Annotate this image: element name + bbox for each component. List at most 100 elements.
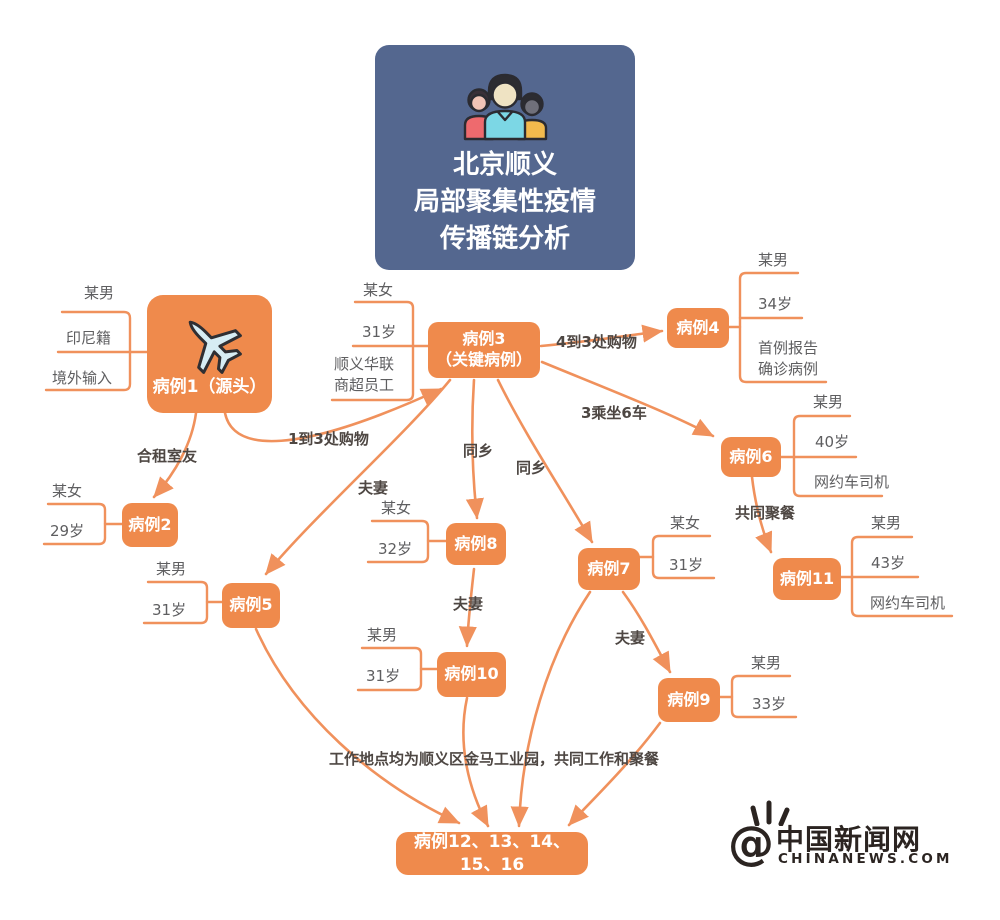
bracket-case10 — [356, 646, 439, 692]
edge-case8-case10 — [458, 567, 477, 648]
edge-case3-case8 — [465, 378, 484, 520]
attr-label: 40岁 — [815, 433, 850, 451]
bracket-case5 — [142, 580, 224, 625]
node-label: 病例6 — [729, 446, 773, 466]
chinanews-logo: @ 中国新闻网 CHINANEWS.COM — [723, 798, 973, 878]
bracket-case9 — [718, 674, 798, 719]
edge-label-hometown-3-7: 同乡 — [516, 459, 547, 477]
node-label: 病例4 — [676, 317, 720, 337]
edge-label-shopping4to3: 4到3处购物 — [556, 333, 637, 351]
attr-label: 某男 — [758, 251, 789, 269]
attr-label: 31岁 — [366, 667, 401, 685]
attr-label: 顺义华联商超员工 — [334, 355, 395, 394]
attr-label: 某女 — [363, 281, 394, 299]
bracket-case7 — [638, 534, 716, 580]
title-box: 北京顺义 局部聚集性疫情 传播链分析 — [375, 45, 635, 270]
node-label: 病例7 — [587, 558, 631, 578]
edge-label-dine-6-11: 共同聚餐 — [735, 504, 796, 522]
attr-label: 境外输入 — [52, 369, 113, 387]
logo-en-text: CHINANEWS.COM — [778, 851, 953, 867]
bracket-case6 — [779, 414, 884, 498]
attr-label: 43岁 — [871, 554, 906, 572]
edge-case6-case11 — [750, 475, 773, 554]
people-icon — [463, 73, 548, 141]
bracket-case2 — [42, 502, 124, 546]
attr-label: 某男 — [751, 654, 782, 672]
attr-label: 网约车司机 — [870, 594, 946, 612]
node-case11: 病例11 — [773, 558, 841, 600]
edge-case3-case7 — [496, 378, 594, 544]
attr-label: 网约车司机 — [814, 473, 890, 491]
edge-case7-cases12to16 — [510, 590, 592, 828]
attr-label: 31岁 — [669, 556, 704, 574]
edge-label-couple-7-9: 夫妻 — [615, 629, 646, 647]
bracket-case11 — [839, 535, 954, 618]
attr-label: 某男 — [367, 626, 398, 644]
edge-case10-cases12to16 — [462, 696, 490, 828]
node-cases12to16: 病例12、13、14、15、16 — [396, 832, 588, 875]
edge-label-roommate: 合租室友 — [137, 447, 198, 465]
node-label: 病例8 — [454, 533, 498, 553]
edge-label-hometown-3-8: 同乡 — [463, 442, 494, 460]
node-case4: 病例4 — [667, 308, 729, 348]
at-icon: @ — [728, 816, 774, 870]
node-case9: 病例9 — [658, 678, 720, 722]
attr-label: 首例报告确诊病例 — [758, 339, 819, 378]
node-case7: 病例7 — [578, 548, 640, 590]
node-label: （关键病例） — [435, 350, 532, 369]
node-label: 病例10 — [444, 664, 499, 684]
attr-label: 某女 — [670, 514, 701, 532]
bracket-case1 — [44, 310, 149, 392]
node-case10: 病例10 — [437, 652, 506, 697]
attr-label: 32岁 — [378, 540, 413, 558]
edge-label-ride3in6: 3乘坐6车 — [581, 404, 647, 422]
airplane-icon — [188, 320, 242, 374]
attr-label: 29岁 — [50, 522, 85, 540]
node-label: 病例5 — [229, 595, 273, 615]
edge-case1-case2 — [152, 411, 198, 499]
node-case3: 病例3 （关键病例） — [428, 322, 540, 378]
node-label: 病例3 — [462, 329, 506, 349]
edge-case3-case5 — [264, 378, 452, 576]
edge-case7-case9 — [621, 590, 672, 674]
attr-label: 某男 — [84, 284, 115, 302]
node-label: 病例9 — [667, 689, 711, 709]
bracket-case3 — [330, 300, 430, 402]
edge-label-couple-8-10: 夫妻 — [453, 595, 484, 613]
node-label: 病例11 — [779, 568, 835, 588]
attr-label: 34岁 — [758, 295, 793, 313]
logo-cn-text: 中国新闻网 — [776, 823, 922, 856]
attr-label: 某男 — [813, 393, 844, 411]
node-case1: 病例1（源头） — [147, 295, 272, 413]
node-label: 病例12、13、14、15、16 — [414, 832, 570, 875]
title-line: 局部聚集性疫情 — [413, 187, 596, 217]
attr-label: 印尼籍 — [66, 329, 112, 347]
attr-label: 某女 — [381, 499, 412, 517]
edge-label-couple-3-5: 夫妻 — [358, 479, 389, 497]
node-case5: 病例5 — [222, 583, 280, 628]
edge-case5-cases12to16 — [254, 627, 461, 825]
node-case6: 病例6 — [721, 437, 781, 477]
title-line: 传播链分析 — [439, 224, 570, 254]
attr-label: 某女 — [52, 482, 83, 500]
attr-label: 某男 — [871, 514, 902, 532]
attr-label: 31岁 — [152, 601, 187, 619]
bracket-case4 — [727, 271, 828, 384]
edge-case3-case4 — [539, 324, 664, 348]
node-case2: 病例2 — [122, 503, 178, 547]
attr-label: 某男 — [156, 560, 187, 578]
edge-label-shopping1to3: 1到3处购物 — [288, 430, 369, 448]
edge-case1-case3 — [223, 387, 443, 443]
node-label: 病例1（源头） — [152, 376, 267, 397]
node-case8: 病例8 — [446, 523, 506, 565]
edge-case9-cases12to16 — [567, 721, 662, 827]
title-line: 北京顺义 — [452, 150, 557, 180]
edge-case3-case6 — [540, 360, 715, 438]
attr-label: 31岁 — [362, 323, 397, 341]
bracket-case8 — [366, 519, 448, 564]
workplace-note: 工作地点均为顺义区金马工业园，共同工作和聚餐 — [329, 750, 660, 768]
node-label: 病例2 — [128, 514, 172, 534]
logo-burst-icon — [750, 800, 790, 826]
